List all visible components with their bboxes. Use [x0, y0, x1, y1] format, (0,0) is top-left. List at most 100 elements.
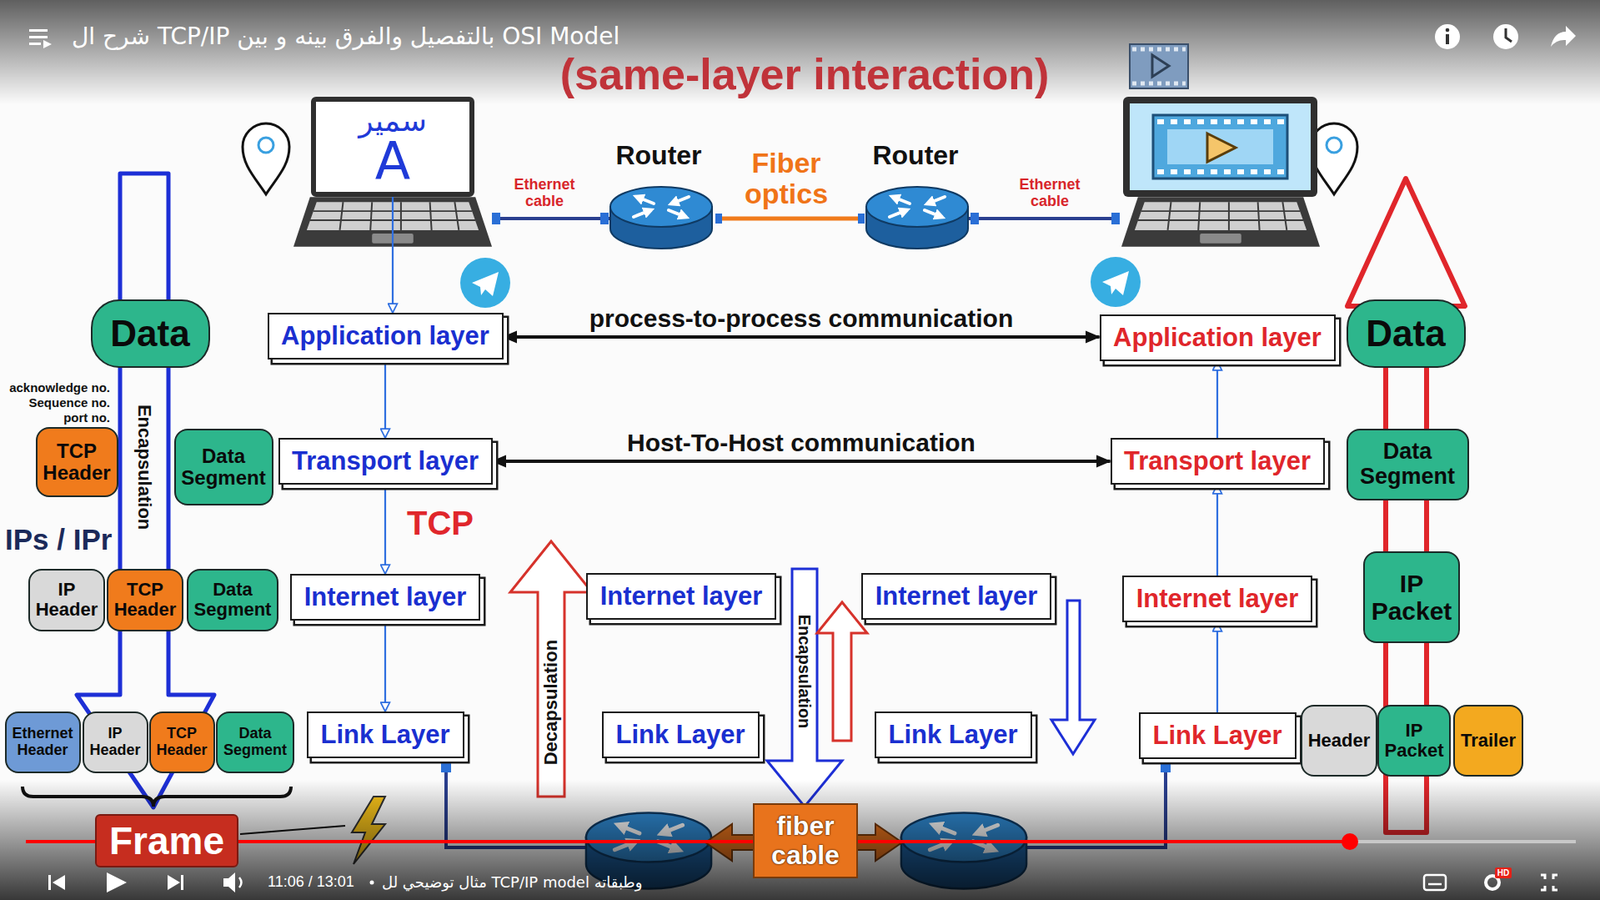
address-label: IPs / IPr: [5, 523, 112, 557]
layer-box: Link Layer: [1138, 712, 1297, 759]
trailer-pill: Trailer: [1453, 704, 1524, 777]
node-text: Data Segment: [223, 725, 287, 759]
router-icon: [866, 186, 969, 249]
node-text: Trailer: [1460, 730, 1516, 751]
frame-box: Frame: [95, 813, 239, 868]
arrow-label: Encapsulation: [134, 404, 155, 530]
location-pin: [1310, 123, 1358, 195]
progress-bar: [1349, 839, 1576, 843]
arrow-label: Encapsulation: [795, 614, 814, 729]
laptop-screen: [1157, 119, 1285, 125]
laptop-screen: [1123, 96, 1318, 197]
node-text: Data Segment: [194, 579, 272, 620]
laptop-screen: [1167, 129, 1274, 165]
header-pill: TCP Header: [149, 711, 216, 773]
time-label: 11:06 / 13:01: [267, 873, 355, 891]
connector-arrow: [384, 359, 387, 438]
fiber-cable: [715, 213, 865, 224]
player-controls: [167, 874, 181, 890]
node-text: Frame: [109, 819, 225, 863]
header-pill: IP Header: [82, 711, 149, 773]
laptop-screen: سميرA: [310, 96, 475, 197]
node-text: Internet layer: [1136, 584, 1300, 613]
node-text: fiber cable: [771, 811, 840, 870]
cable-label: Fiber optics: [744, 147, 828, 211]
device-label: Router: [872, 140, 958, 171]
node-text: Link Layer: [320, 720, 450, 749]
location-pin: [1326, 137, 1342, 153]
location-pin: [1310, 123, 1358, 195]
node-text: IP Header: [89, 725, 141, 759]
player-settings: [1540, 874, 1558, 890]
node-text: Internet layer: [875, 581, 1039, 611]
node-text: سمير: [358, 105, 427, 136]
node-text: IP Packet: [1371, 569, 1453, 625]
node-text: A: [375, 135, 411, 188]
playlist-icon: [29, 35, 48, 39]
node-text: TCP Header: [42, 440, 111, 485]
node-text: TCP Header: [155, 725, 207, 759]
clock-icon: [1493, 24, 1519, 50]
player-controls: [48, 874, 51, 890]
laptop-screen: [1207, 133, 1236, 162]
protocol-label: TCP: [406, 504, 474, 542]
header-pill: IP Header: [28, 568, 106, 632]
connector-arrow: [1216, 484, 1219, 576]
arrow-label: Decapsulation: [541, 639, 562, 765]
node-text: Data: [1365, 313, 1445, 354]
connector-arrow: [503, 335, 1100, 339]
connector-label: Host-To-Host communication: [626, 428, 976, 457]
share-icon: [1550, 25, 1576, 47]
player-controls: [370, 880, 375, 885]
player-settings: [1428, 882, 1442, 886]
node-text: Application layer: [1113, 323, 1322, 352]
node-text: Transport layer: [1123, 446, 1311, 476]
fiber-cable: [715, 213, 723, 224]
node-text: IP Header: [35, 579, 99, 620]
segment-pill: Data Segment: [186, 568, 279, 632]
ethernet-cable: [491, 216, 611, 221]
header-pill: TCP Header: [35, 426, 119, 497]
ethernet-cable: [968, 212, 1120, 225]
info-icon: [1434, 24, 1460, 50]
playlist-icon: [29, 29, 52, 49]
player-settings: [1424, 874, 1558, 890]
video-icon: [1132, 81, 1186, 86]
telegram-icon: [1102, 270, 1129, 296]
cable-label: Ethernet cable: [513, 176, 575, 211]
data-pill: Data: [90, 299, 211, 368]
telegram-icon: [460, 257, 511, 308]
player-controls: [52, 874, 66, 890]
fiber-cable: [715, 216, 865, 221]
ethernet-cable: [441, 758, 452, 773]
progress-bar: [1341, 832, 1359, 850]
segment-pill: Data Segment: [1346, 428, 1470, 501]
node-text: Data: [110, 313, 190, 354]
ethernet-cable: [1160, 758, 1171, 773]
layer-box: Transport layer: [1110, 437, 1325, 485]
video-title: شرح ال TCP/IP بالتفصيل والفرق بينه و بين…: [71, 24, 620, 51]
video-icon: [1129, 44, 1189, 89]
playlist-icon: [29, 42, 41, 46]
layer-box: Internet layer: [1122, 575, 1313, 622]
telegram-icon: [1090, 256, 1141, 307]
packet-pill: IP Packet: [1363, 551, 1460, 643]
node-text: Data Segment: [180, 445, 266, 490]
connector-arrow: [1216, 621, 1219, 713]
field-note: port no.: [63, 411, 111, 426]
location-pin: [242, 123, 290, 195]
ethernet-cable: [491, 212, 501, 225]
player-controls: [106, 872, 127, 893]
video-icon: [1129, 44, 1189, 89]
video-icon: [1152, 55, 1169, 77]
telegram-icon: [460, 257, 511, 308]
bottom-shade: [0, 779, 1600, 900]
laptop-screen: [1153, 115, 1288, 179]
telegram-icon: [471, 271, 499, 296]
connector-label: process-to-process communication: [589, 304, 1014, 332]
node-text: Ethernet Header: [11, 725, 73, 759]
header-pill: TCP Header: [106, 568, 184, 632]
laptop-screen: [1123, 96, 1318, 197]
